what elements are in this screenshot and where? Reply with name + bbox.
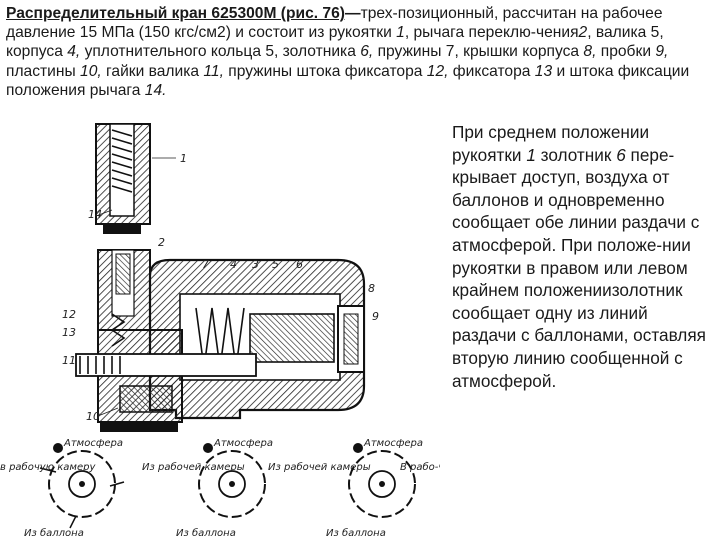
label-atmosphere: Атмосфера bbox=[63, 438, 123, 449]
handle-part bbox=[95, 123, 151, 234]
label-atmosphere: Атмосфера bbox=[213, 438, 273, 449]
position-diagram-left: Атмосфера в рабочую камеру Из баллона bbox=[0, 438, 125, 539]
header-paragraph: Распределительный кран 625300М (рис. 76)… bbox=[6, 5, 690, 99]
valve-drawing-svg: 1 14 2 7 4 3 5 6 8 9 12 13 11 10 Атмосфе… bbox=[0, 123, 440, 539]
callout-11: 11 bbox=[62, 354, 76, 367]
callout-12: 12 bbox=[62, 308, 76, 321]
label-from-cylinder: Из баллона bbox=[326, 527, 386, 539]
label-from-cylinder: Из баллона bbox=[24, 527, 84, 539]
callout-8: 8 bbox=[368, 282, 375, 295]
label-from-cylinder: Из баллона bbox=[176, 527, 236, 539]
label-from-work-chamber: Из рабочей камеры bbox=[142, 461, 245, 473]
callout-3: 3 bbox=[252, 258, 259, 271]
callout-2: 2 bbox=[158, 236, 165, 249]
callout-4: 4 bbox=[230, 258, 237, 271]
label-work-chamber: В рабо-чую камеру bbox=[400, 461, 440, 473]
shaft-part bbox=[75, 329, 257, 432]
lever-part bbox=[97, 249, 151, 331]
housing-part bbox=[148, 258, 366, 420]
position-diagram-middle: Атмосфера Из рабочей камеры Из рабочей к… bbox=[142, 438, 371, 539]
callout-7: 7 bbox=[202, 258, 209, 271]
callout-1: 1 bbox=[180, 152, 187, 165]
callout-14: 14 bbox=[88, 208, 102, 221]
label-atmosphere: Атмосфера bbox=[363, 438, 423, 449]
callout-6: 6 bbox=[296, 258, 303, 271]
position-diagram-right: Атмосфера В рабо-чую камеру Из баллона bbox=[326, 438, 440, 539]
description-paragraph: При среднем положении рукоятки 1 золотни… bbox=[452, 122, 706, 391]
callout-5: 5 bbox=[272, 258, 279, 271]
fixator-spring bbox=[110, 313, 126, 347]
callout-numbers: 1 14 2 7 4 3 5 6 8 9 12 13 11 10 bbox=[62, 152, 379, 423]
label-from-work-chamber: Из рабочей камеры bbox=[268, 461, 371, 473]
callout-9: 9 bbox=[372, 310, 379, 323]
valve-drawing: 1 14 2 7 4 3 5 6 8 9 12 13 11 10 Атмосфе… bbox=[0, 118, 440, 540]
label-work-chamber: в рабочую камеру bbox=[0, 461, 96, 473]
callout-13: 13 bbox=[62, 326, 76, 339]
header-title: Распределительный кран 625300М (рис. 76)… bbox=[6, 5, 361, 22]
callout-10: 10 bbox=[86, 410, 100, 423]
